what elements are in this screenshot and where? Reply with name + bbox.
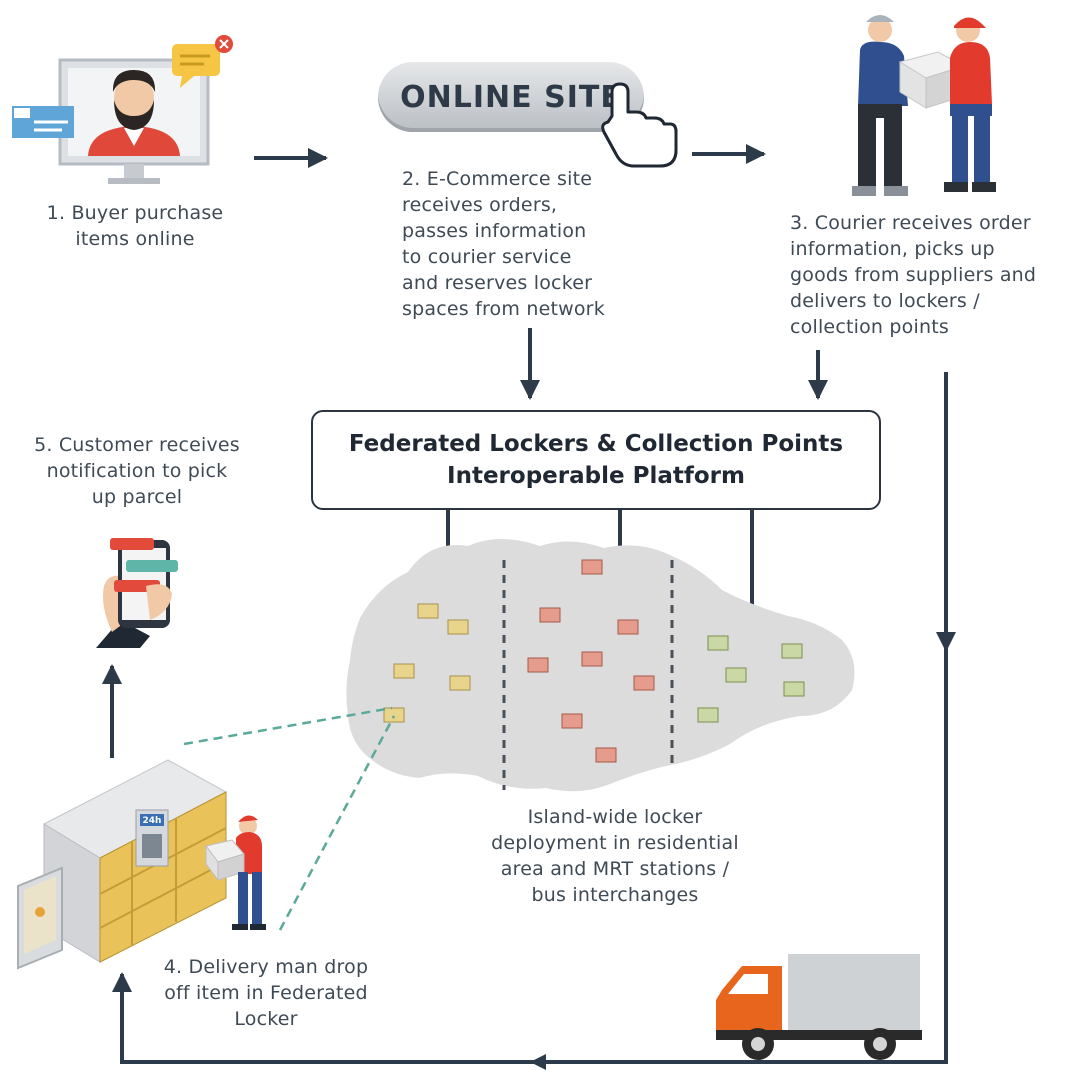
- parcel-marker-icon: [595, 747, 617, 763]
- parcel-marker-icon: [581, 559, 603, 575]
- parcel-marker-icon: [539, 607, 561, 623]
- arrow-mid-marker: [530, 1054, 546, 1070]
- parcel-marker-icon: [707, 635, 729, 651]
- parcel-marker-icon: [697, 707, 719, 723]
- parcel-marker-icon: [617, 619, 639, 635]
- step5-label: 5. Customer receives notification to pic…: [34, 434, 240, 508]
- federated-platform-box: Federated Lockers & Collection Points In…: [311, 410, 881, 510]
- parcel-marker-icon: [393, 663, 415, 679]
- parcel-marker-icon: [417, 603, 439, 619]
- parcel-markers: [383, 559, 805, 763]
- email-icon: [12, 106, 74, 138]
- locker-sign-text: 24h: [143, 816, 162, 826]
- parcel-marker-icon: [561, 713, 583, 729]
- link-line-bottom: [278, 715, 396, 931]
- delivery-man-icon: [205, 815, 266, 930]
- parcel-marker-icon: [449, 675, 471, 691]
- platform-title-line2: Interoperable Platform: [447, 463, 745, 489]
- chat-bubble-icon: [172, 35, 233, 88]
- locker-bank-icon: [17, 759, 228, 970]
- parcel-marker-icon: [725, 667, 747, 683]
- step3-label: 3. Courier receives order information, p…: [790, 212, 1037, 338]
- smartphone-notification-icon: [96, 538, 178, 648]
- online-site-button: ONLINE SITE: [378, 62, 644, 132]
- truck-icon: [716, 954, 922, 1060]
- parcel-marker-icon: [783, 681, 805, 697]
- platform-title-line1: Federated Lockers & Collection Points: [348, 431, 844, 457]
- link-line-top: [183, 706, 393, 746]
- parcel-marker-icon: [527, 657, 549, 673]
- step2-label: 2. E-Commerce site receives orders, pass…: [402, 168, 605, 320]
- parcel-marker-icon: [581, 651, 603, 667]
- parcel-marker-icon: [781, 643, 803, 659]
- parcel-marker-icon: [383, 707, 405, 723]
- parcel-marker-icon: [447, 619, 469, 635]
- step4-label: 4. Delivery man drop off item in Federat…: [163, 956, 369, 1030]
- step1-label: 1. Buyer purchase items online: [46, 202, 224, 250]
- map-caption: Island-wide locker deployment in residen…: [491, 806, 739, 906]
- parcel-marker-icon: [633, 675, 655, 691]
- courier-handover-icon: [852, 15, 996, 196]
